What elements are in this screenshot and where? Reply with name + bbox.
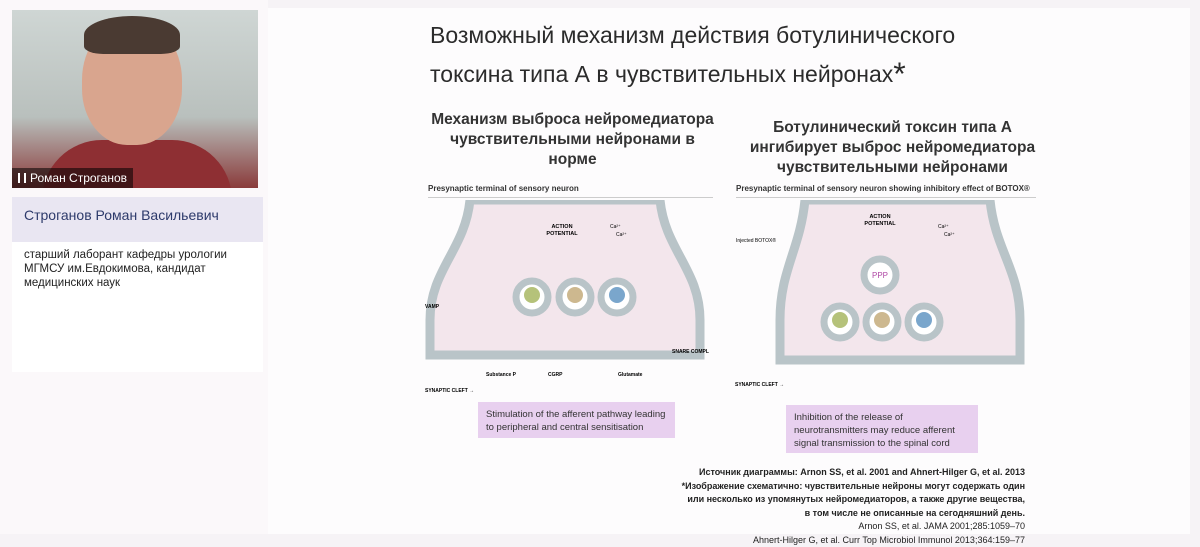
right-result-box: Inhibition of the release of neurotransm…: [786, 405, 978, 453]
label-synaptic-cleft: SYNAPTIC CLEFT →: [735, 382, 784, 388]
references: Источник диаграммы: Arnon SS, et al. 200…: [680, 466, 1025, 547]
label-vamp: VAMP: [425, 304, 440, 310]
label-glutamate: Glutamate: [618, 372, 643, 378]
video-hair: [84, 16, 180, 54]
label-action: ACTION: [551, 224, 572, 230]
slide-title: Возможный механизм действия ботулиническ…: [430, 16, 955, 94]
participant-panel: Роман Строганов Строганов Роман Васильев…: [0, 0, 268, 534]
label-cgrp: CGRP: [548, 372, 563, 378]
label-potential: POTENTIAL: [546, 231, 578, 237]
title-line-2: токсина типа А в чувствительных нейронах: [430, 61, 893, 87]
video-name-label: Роман Строганов: [12, 168, 133, 188]
right-caption: Presynaptic terminal of sensory neuron s…: [736, 184, 1036, 198]
label-substance-p: Substance P: [486, 372, 517, 378]
diagram-source: Источник диаграммы: Arnon SS, et al. 200…: [699, 467, 1025, 477]
label-synaptic-cleft: SYNAPTIC CLEFT →: [425, 388, 474, 394]
left-result-box: Stimulation of the afferent pathway lead…: [478, 402, 675, 438]
video-name: Роман Строганов: [30, 171, 127, 185]
label-injected-botox: Injected BOTOX®: [736, 237, 776, 244]
label-potential: POTENTIAL: [864, 221, 896, 227]
reference-1: Arnon SS, et al. JAMA 2001;285:1059–70: [680, 520, 1025, 534]
label-action: ACTION: [869, 214, 890, 220]
audio-level-icon: [18, 173, 26, 183]
reference-2: Ahnert-Hilger G, et al. Curr Top Microbi…: [680, 534, 1025, 547]
label-ca1: Ca²⁺: [938, 224, 949, 230]
footnote: *Изображение схематично: чувствительные …: [682, 481, 1025, 518]
left-diagram: ACTION POTENTIAL Ca²⁺ Ca²⁺ VAMP SNARE CO…: [420, 200, 730, 400]
label-snare: SNARE COMPL: [672, 349, 709, 355]
label-ca2: Ca²⁺: [616, 232, 627, 238]
right-diagram: PPP ACTION POTENTIAL Ca²⁺ Ca²⁺ Injected …: [730, 200, 1040, 400]
left-caption: Presynaptic terminal of sensory neuron: [428, 184, 713, 198]
svg-text:PPP: PPP: [872, 271, 888, 280]
left-heading: Механизм выброса нейромедиатора чувствит…: [425, 110, 720, 170]
label-ca2: Ca²⁺: [944, 232, 955, 238]
speaker-description: старший лаборант кафедры урологии МГМСУ …: [12, 242, 263, 372]
right-heading: Ботулинический токсин типа А ингибирует …: [735, 118, 1050, 178]
speaker-name: Строганов Роман Васильевич: [12, 197, 263, 242]
title-asterisk: *: [893, 56, 905, 92]
participant-video[interactable]: Роман Строганов: [12, 10, 258, 188]
label-ca1: Ca²⁺: [610, 224, 621, 230]
title-line-1: Возможный механизм действия ботулиническ…: [430, 16, 955, 55]
